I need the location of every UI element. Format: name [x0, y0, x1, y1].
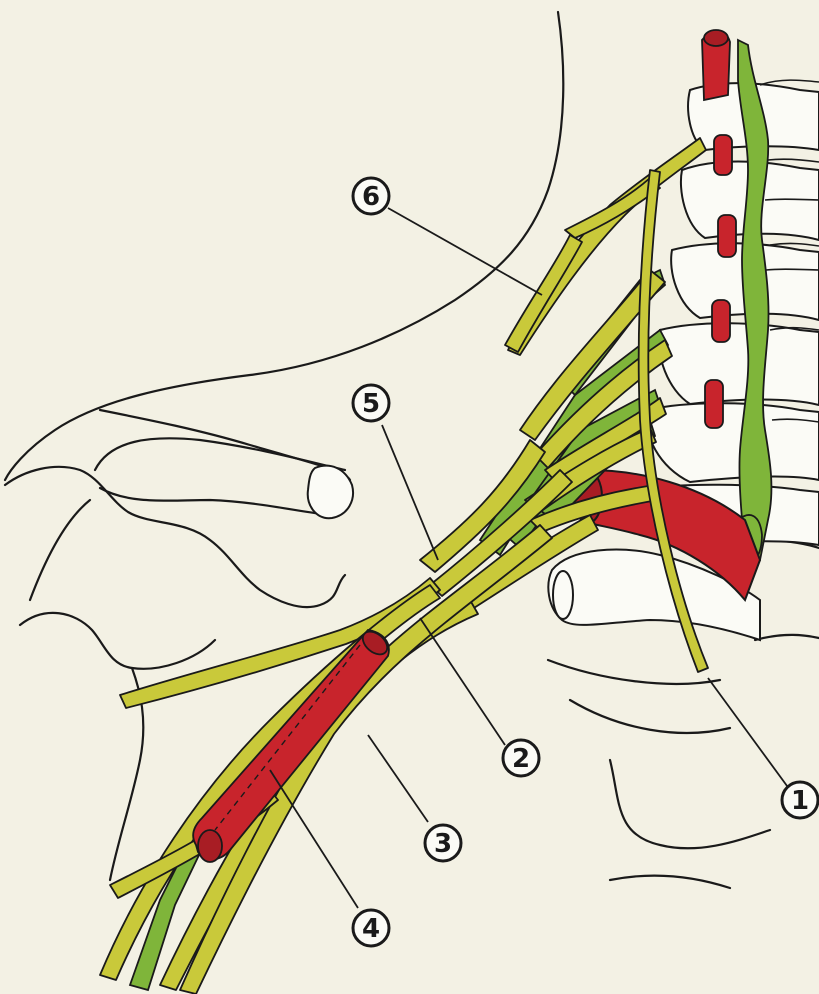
label-3: 3: [425, 825, 461, 861]
label-2: 2: [503, 740, 539, 776]
rib-stump: [553, 571, 573, 619]
label-4-text: 4: [362, 914, 380, 944]
vertebral-artery-4: [712, 300, 730, 342]
label-3-text: 3: [434, 829, 452, 859]
vertebral-artery-3: [718, 215, 736, 257]
label-5-text: 5: [362, 389, 380, 419]
vertebral-artery-5: [705, 380, 723, 428]
label-6: 6: [353, 178, 389, 214]
vertebra-c7: [647, 403, 819, 482]
label-1-text: 1: [791, 786, 809, 816]
label-6-text: 6: [362, 182, 380, 212]
label-4: 4: [353, 910, 389, 946]
label-1: 1: [782, 782, 818, 818]
vertebra-c6: [659, 323, 819, 405]
vertebral-artery-2: [714, 135, 732, 175]
label-5: 5: [353, 385, 389, 421]
label-2-text: 2: [512, 744, 530, 774]
